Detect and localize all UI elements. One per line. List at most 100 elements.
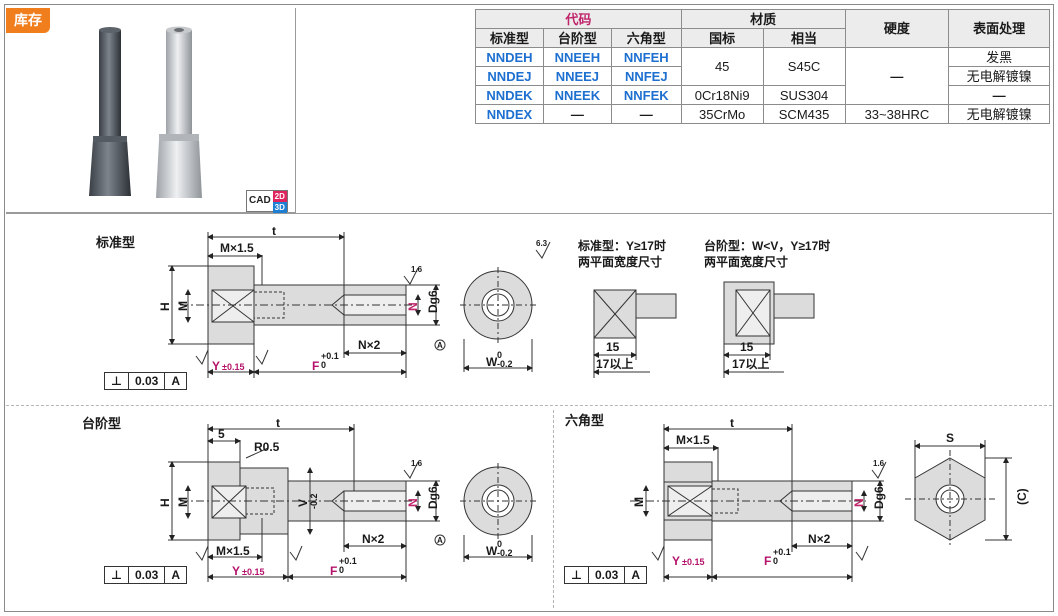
dim-f-tol-lo: 0 — [773, 556, 778, 566]
dim-n: N — [406, 498, 420, 507]
dim-f-tol-up: +0.1 — [339, 556, 357, 566]
section-title-step: 台阶型 — [82, 416, 122, 431]
spec-table: 代码 材质 硬度 表面处理 标准型 台阶型 六角型 国标 相当 NNDEH NN… — [475, 9, 1050, 124]
dim-v-tol: -0.2 — [309, 493, 319, 509]
dim-f-tol-lo: 0 — [339, 565, 344, 575]
dim-y: Y — [212, 359, 220, 373]
header-hex: 六角型 — [610, 28, 682, 48]
roughness-16: 1.6 — [411, 265, 423, 274]
note-line: 台阶型：W<V，Y≥17时 — [704, 239, 831, 253]
surface-cell: 无电解镀镍 — [948, 104, 1050, 124]
perpendicularity-frame: ⊥ 0.03 A — [104, 372, 187, 390]
dim-17: 17以上 — [596, 356, 633, 371]
dim-dg6: Dg6 — [426, 290, 440, 313]
material-gb-cell: 35CrMo — [680, 104, 764, 124]
standard-end-view — [460, 267, 536, 372]
code-cell: — — [610, 104, 682, 124]
code-cell[interactable]: NNDEX — [475, 104, 544, 124]
product-photo — [89, 26, 202, 198]
dim-17: 17以上 — [732, 356, 769, 371]
stock-tag: 库存 — [6, 8, 50, 33]
hex-end-view — [905, 440, 1012, 548]
surface-cell: 无电解镀镍 — [948, 66, 1050, 86]
code-cell: — — [542, 104, 612, 124]
step-end-view — [460, 463, 536, 562]
perpendicularity-frame: ⊥ 0.03 A — [104, 566, 187, 584]
dim-y: Y — [672, 554, 680, 568]
dim-h: H — [158, 302, 172, 311]
dim-mx15: M×1.5 — [676, 433, 710, 447]
code-cell[interactable]: NNFEJ — [610, 66, 682, 86]
datum-label: A — [171, 374, 180, 388]
cad-2d-label: 2D — [272, 191, 287, 202]
dim-m: M — [176, 497, 190, 507]
tolerance-value: 0.03 — [129, 373, 166, 389]
dim-f-tol-up: +0.1 — [773, 547, 791, 557]
dim-nx2: N×2 — [808, 532, 831, 546]
dim-f: F — [330, 564, 337, 578]
header-hardness: 硬度 — [844, 9, 950, 48]
dim-f: F — [764, 554, 771, 568]
dim-y-tol: ±0.15 — [222, 362, 244, 372]
dim-w-tol-up: 0 — [497, 350, 502, 360]
dim-t: t — [272, 224, 276, 238]
step-side-view — [168, 424, 446, 582]
dim-mx15: M×1.5 — [220, 241, 254, 255]
datum-label: A — [171, 568, 180, 582]
dim-w-tol-up: 0 — [497, 539, 502, 549]
hex-side-view — [630, 424, 884, 582]
material-gb-cell: 0Cr18Ni9 — [680, 85, 764, 105]
note-step-flat: 台阶型：W<V，Y≥17时 两平面宽度尺寸 — [704, 238, 830, 270]
header-material: 材质 — [680, 9, 846, 29]
dim-w-tol-lo: -0.2 — [497, 548, 513, 558]
header-step: 台阶型 — [542, 28, 612, 48]
dim-y: Y — [232, 564, 240, 578]
table-row: NNDEH NNEEH NNFEH 45 S45C — 发黑 — [475, 47, 1050, 105]
dim-f: F — [312, 359, 319, 373]
hardness-cell: 33~38HRC — [844, 104, 950, 124]
dim-t: t — [276, 416, 280, 430]
standard-side-view — [168, 232, 446, 378]
page-frame — [4, 4, 1054, 612]
dim-w: W — [486, 355, 498, 369]
dim-s: S — [946, 431, 954, 445]
note-line: 标准型：Y≥17时 — [578, 239, 666, 253]
roughness-marks — [195, 241, 887, 561]
dim-15: 15 — [606, 340, 620, 354]
perpendicularity-frame: ⊥ 0.03 A — [564, 566, 647, 584]
dim-n: N — [852, 498, 866, 507]
divider-vertical — [553, 410, 554, 608]
dim-t: t — [730, 416, 734, 430]
dim-w: W — [486, 544, 498, 558]
table-row: NNDEJ NNEEJ NNFEJ 无电解镀镍 — [475, 66, 1050, 86]
header-standard: 标准型 — [475, 28, 544, 48]
datum-a: A — [437, 341, 443, 350]
dim-nx2: N×2 — [362, 532, 385, 546]
datum-a: A — [437, 536, 443, 545]
step-flat-detail — [723, 281, 815, 378]
section-title-standard: 标准型 — [96, 235, 136, 250]
dim-y-tol: ±0.15 — [242, 567, 264, 577]
perpendicular-icon: ⊥ — [565, 567, 589, 583]
cad-label: CAD — [247, 191, 273, 211]
cad-3d-label: 3D — [272, 202, 287, 213]
table-row: NNDEX — — 35CrMo SCM435 33~38HRC 无电解镀镍 — [475, 104, 1050, 124]
dim-v: V — [296, 499, 310, 507]
dim-n: N — [406, 302, 420, 311]
dim-y-tol: ±0.15 — [682, 557, 704, 567]
dim-w-tol-lo: -0.2 — [497, 359, 513, 369]
dim-c: (C) — [1015, 488, 1029, 505]
dim-m: M — [176, 301, 190, 311]
tolerance-value: 0.03 — [589, 567, 626, 583]
cad-badge[interactable]: CAD 2D 3D — [246, 190, 288, 213]
tolerance-value: 0.03 — [129, 567, 166, 583]
standard-flat-detail — [593, 289, 677, 378]
perpendicular-icon: ⊥ — [105, 567, 129, 583]
code-cell[interactable]: NNEEH — [542, 47, 612, 67]
note-standard-flat: 标准型：Y≥17时 两平面宽度尺寸 — [578, 238, 666, 270]
divider-top — [6, 213, 1052, 214]
dim-h: H — [158, 498, 172, 507]
divider-middle — [6, 405, 1052, 406]
datum-label: A — [631, 568, 640, 582]
